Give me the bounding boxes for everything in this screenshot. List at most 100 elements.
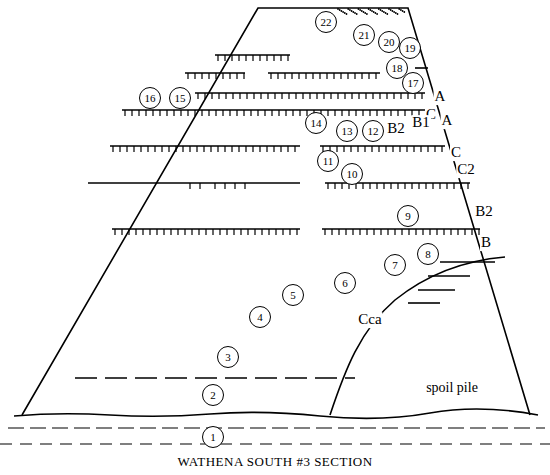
horizon-tick [338,229,339,235]
stipple-dot [368,8,370,10]
horizon-tick [245,146,246,152]
horizon-tick [273,146,274,152]
horizon-tick [414,93,415,99]
horizon-tick [450,229,451,235]
stipple-dot [346,13,348,15]
horizon-tick [387,229,388,235]
horizon-tick [336,146,337,152]
horizon-label: B1 [411,115,431,131]
horizon-tick [259,146,260,152]
horizon-tick [281,93,282,99]
horizon-tick [302,93,303,99]
horizon-tick [404,110,405,116]
stipple-dot [344,12,346,14]
horizon-tick [327,110,328,116]
callout-number: 16 [145,93,156,104]
horizon-tick [350,146,351,152]
callout-circle: 9 [397,205,419,227]
horizon-tick [278,110,279,116]
horizon-tick [138,110,139,116]
horizon-tick [359,229,360,235]
horizon-tick [203,146,204,152]
horizon-tick [362,110,363,116]
horizon-tick [254,229,255,235]
horizon-tick [275,229,276,235]
horizon-tick [145,110,146,116]
horizon-tick [357,146,358,152]
horizon-label: B2 [474,204,494,220]
horizon-tick [243,73,244,79]
horizon-tick [159,110,160,116]
horizon-label: C [450,145,462,161]
horizon-tick [219,229,220,235]
horizon-tick [376,183,377,189]
stipple-dot [339,9,341,11]
callout-number: 19 [405,43,416,54]
horizon-tick [407,93,408,99]
horizon-tick [400,93,401,99]
horizon-label: A [434,89,447,105]
horizon-tick [361,73,362,79]
horizon-tick [294,146,295,152]
horizon-tick [152,110,153,116]
callout-number: 5 [290,290,296,301]
horizon-tick [271,110,272,116]
horizon-tick [422,229,423,235]
horizon-line [428,275,470,277]
stipple-dot [403,11,405,13]
horizon-tick [296,229,297,235]
callout-circle: 11 [317,150,339,172]
horizon-tick [126,146,127,152]
horizon-tick [214,183,215,189]
callout-number: 2 [210,390,216,401]
horizon-tick [358,93,359,99]
horizon-tick [287,55,288,61]
stipple-dot [383,11,385,13]
stipple-dot [369,9,371,11]
callout-number: 1 [210,432,216,443]
horizon-tick [421,93,422,99]
horizon-tick [441,146,442,152]
horizon-tick [298,73,299,79]
callout-number: 15 [175,93,186,104]
stipple-dot [352,11,354,13]
horizon-tick [413,146,414,152]
horizon-tick [408,229,409,235]
ground-line [14,409,538,418]
horizon-line [440,261,495,263]
stipple-dot [386,13,388,15]
stipple-dot [373,11,375,13]
callout-circle: 10 [341,163,363,185]
horizon-tick [436,229,437,235]
horizon-tick [280,55,281,61]
horizon-tick [366,229,367,235]
horizon-tick [429,229,430,235]
horizon-tick [365,93,366,99]
horizon-tick [305,73,306,79]
stipple-dot [393,11,395,13]
callout-number: 8 [425,249,431,260]
horizon-tick [330,93,331,99]
horizon-line [408,302,440,304]
stipple-dot [341,10,343,12]
stipple-dot [390,9,392,11]
horizon-tick [161,146,162,152]
horizon-tick [327,183,328,189]
horizon-tick [292,110,293,116]
horizon-tick [187,73,188,79]
horizon-tick [156,229,157,235]
horizon-tick [261,229,262,235]
horizon-tick [404,183,405,189]
stipple-dot [363,11,365,13]
horizon-tick [147,146,148,152]
horizon-tick [443,229,444,235]
horizon-tick [119,146,120,152]
horizon-tick [312,73,313,79]
horizon-tick [180,110,181,116]
horizon-tick [471,229,472,235]
horizon-tick [239,93,240,99]
stipple-dot [347,8,349,10]
horizon-tick [257,110,258,116]
horizon-tick [334,110,335,116]
